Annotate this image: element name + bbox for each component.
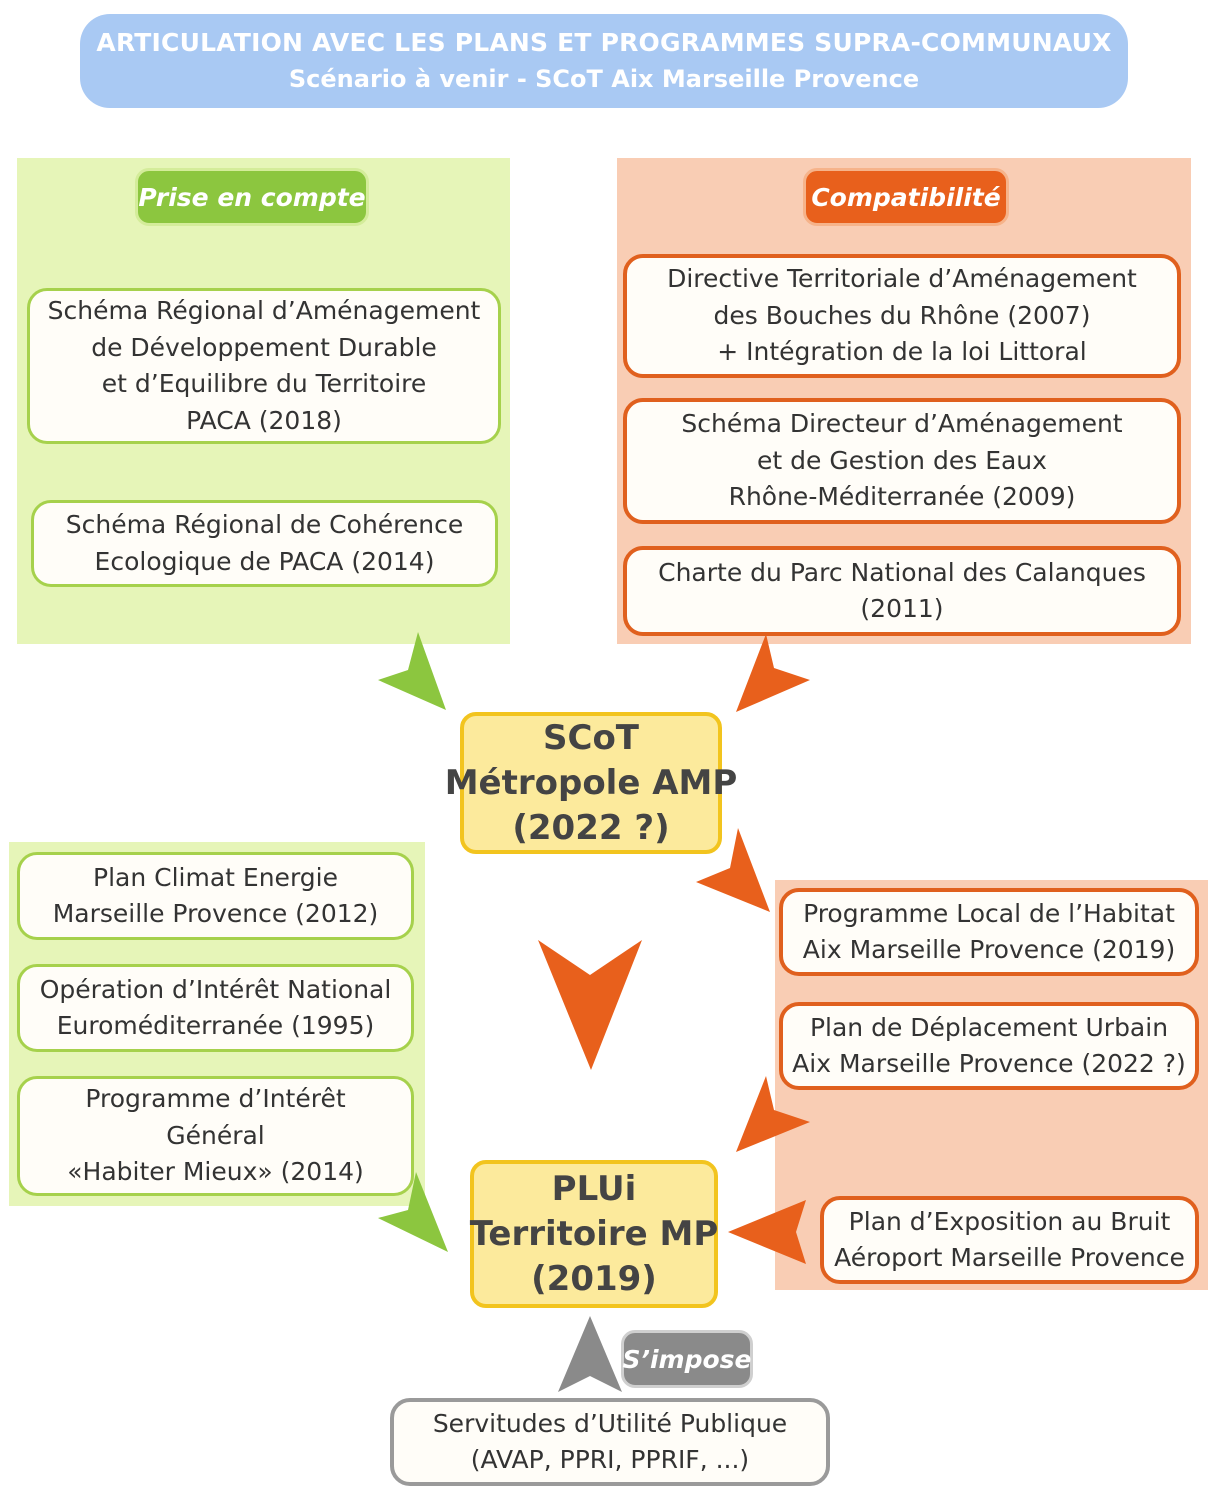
box-line: Schéma Régional de Cohérence: [65, 510, 464, 539]
box-line: Euroméditerranée (1995): [56, 1011, 375, 1040]
label-compatibilite: Compatibilité: [803, 168, 1009, 226]
box-charte-calanques: Charte du Parc National des Calanques (2…: [623, 546, 1181, 636]
box-sdage-rhone-mediterranee: Schéma Directeur d’Aménagement et de Ges…: [623, 398, 1181, 524]
box-line: Aix Marseille Provence (2022 ?): [792, 1049, 1186, 1078]
box-line: PLUi: [551, 1168, 637, 1209]
box-oin-euromediterranee: Opération d’Intérêt National Euroméditer…: [17, 964, 414, 1052]
box-line: Aix Marseille Provence (2019): [802, 935, 1176, 964]
title-line-1: ARTICULATION AVEC LES PLANS ET PROGRAMME…: [96, 28, 1112, 57]
box-line: (2019): [531, 1258, 657, 1299]
box-line: Plan Climat Energie: [93, 862, 338, 892]
box-line: Métropole AMP: [444, 762, 738, 803]
box-line: Marseille Provence (2012): [52, 899, 379, 928]
box-pdu-aix-marseille: Plan de Déplacement Urbain Aix Marseille…: [779, 1002, 1199, 1090]
arrow-scot-to-plui: [538, 940, 642, 1070]
box-line: Programme d’Intérêt: [85, 1084, 346, 1114]
arrow-servitudes-to-plui: [558, 1316, 622, 1392]
box-srce-paca: Schéma Régional de Cohérence Ecologique …: [31, 500, 498, 587]
box-servitudes-utilite-publique: Servitudes d’Utilité Publique (AVAP, PPR…: [390, 1398, 830, 1486]
box-line: de Développement Durable: [91, 332, 437, 362]
box-srdadet-paca: Schéma Régional d’Aménagement de Dévelop…: [27, 288, 501, 444]
box-plui-territoire: PLUi Territoire MP (2019): [470, 1160, 718, 1308]
box-line: Charte du Parc National des Calanques: [658, 557, 1146, 587]
arrow-peb-to-plui: [728, 1200, 806, 1264]
arrow-prise-en-compte-to-scot: [378, 632, 446, 710]
box-line: (2011): [860, 594, 944, 623]
box-line: Aéroport Marseille Provence: [834, 1243, 1185, 1272]
box-line: PACA (2018): [186, 405, 342, 435]
box-peb-aeroport: Plan d’Exposition au Bruit Aéroport Mars…: [820, 1196, 1199, 1284]
box-scot-metropole: SCoT Métropole AMP (2022 ?): [445, 712, 737, 854]
box-line: Opération d’Intérêt National: [39, 974, 392, 1004]
box-line: Directive Territoriale d’Aménagement: [667, 264, 1137, 294]
box-line: Programme Local de l’Habitat: [803, 898, 1175, 928]
box-line: (AVAP, PPRI, PPRIF, ...): [470, 1445, 750, 1474]
title-line-2: Scénario à venir - SCoT Aix Marseille Pr…: [288, 65, 920, 93]
box-line: Plan d’Exposition au Bruit: [848, 1206, 1171, 1236]
box-line: SCoT: [543, 717, 639, 758]
box-line: Plan de Déplacement Urbain: [809, 1012, 1169, 1042]
box-line: et d’Equilibre du Territoire: [101, 369, 427, 398]
box-dta-bouches-du-rhone: Directive Territoriale d’Aménagement des…: [623, 254, 1181, 378]
box-line: + Intégration de la loi Littoral: [717, 337, 1087, 367]
box-line: Territoire MP: [469, 1213, 719, 1254]
box-line: Rhône-Méditerranée (2009): [728, 482, 1076, 512]
arrow-left-lower-to-plui: [378, 1172, 448, 1252]
arrow-compatibilite-to-scot: [736, 634, 810, 712]
box-line: des Bouches du Rhône (2007): [713, 300, 1091, 330]
box-line: (2022 ?): [512, 807, 670, 848]
diagram-title: ARTICULATION AVEC LES PLANS ET PROGRAMME…: [80, 14, 1128, 108]
box-line: Schéma Directeur d’Aménagement: [681, 409, 1123, 439]
box-line: Ecologique de PACA (2014): [94, 546, 435, 576]
box-plh-aix-marseille: Programme Local de l’Habitat Aix Marseil…: [779, 888, 1199, 976]
box-line: Servitudes d’Utilité Publique: [432, 1408, 788, 1438]
box-line: et de Gestion des Eaux: [757, 445, 1047, 475]
box-pig-habiter-mieux: Programme d’Intérêt Général «Habiter Mie…: [17, 1076, 414, 1196]
box-line: Schéma Régional d’Aménagement: [47, 296, 481, 325]
arrow-scot-to-plh: [696, 828, 770, 912]
label-simpose: S’impose: [621, 1330, 753, 1388]
arrow-pdu-to-plui: [736, 1076, 810, 1152]
box-line: Général: [166, 1120, 265, 1150]
box-plan-climat-energie: Plan Climat Energie Marseille Provence (…: [17, 852, 414, 940]
label-prise-en-compte: Prise en compte: [135, 168, 369, 226]
box-line: «Habiter Mieux» (2014): [67, 1157, 364, 1187]
